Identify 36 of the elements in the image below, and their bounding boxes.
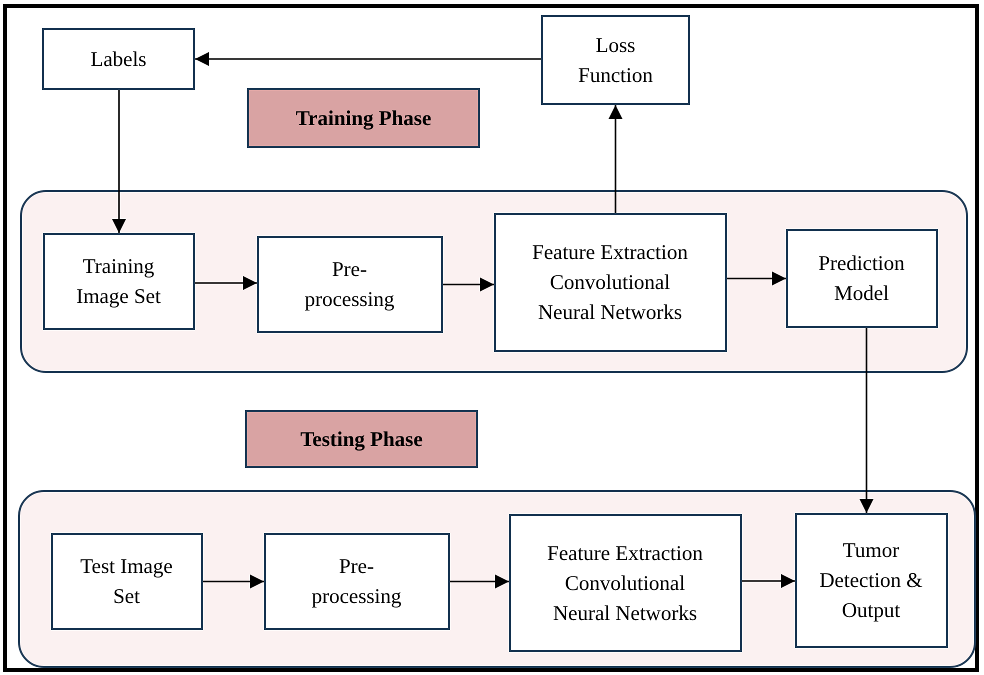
- phase-panel: [20, 190, 968, 373]
- phase-panel: [18, 490, 976, 668]
- arrow: [450, 574, 509, 588]
- arrow: [860, 328, 874, 513]
- box-label: Training Image Set: [75, 253, 162, 310]
- phase-label-box: [245, 410, 478, 468]
- process-box: [794, 512, 948, 648]
- arrow: [112, 90, 126, 233]
- arrow: [195, 276, 257, 290]
- arrow: [608, 105, 622, 213]
- phase-title: Testing Phase: [299, 426, 424, 453]
- process-box: [494, 212, 726, 352]
- box-label: Feature Extraction Convolutional Neural Networks: [546, 540, 704, 626]
- process-box: [786, 228, 938, 328]
- process-box: [42, 28, 195, 90]
- process-box: [508, 514, 742, 652]
- box-label: Test Image Set: [79, 553, 174, 610]
- arrow: [195, 52, 541, 66]
- arrow: [742, 574, 795, 588]
- box-label: Feature Extraction Convolutional Neural Networks: [531, 239, 689, 326]
- process-box: [50, 532, 202, 630]
- box-label: Pre- processing: [304, 256, 396, 313]
- phase-title: Training Phase: [294, 105, 432, 132]
- box-label: Pre- processing: [310, 553, 402, 610]
- box-label: Tumor Detection & Output: [818, 537, 924, 624]
- arrow: [443, 278, 494, 292]
- box-label: Loss Function: [577, 32, 654, 89]
- arrow: [203, 574, 264, 588]
- process-box: [541, 15, 690, 105]
- process-box: [256, 236, 442, 332]
- process-box: [264, 532, 450, 630]
- arrow: [727, 272, 786, 286]
- phase-label-box: [247, 88, 480, 148]
- process-box: [42, 232, 194, 330]
- box-label: Labels: [90, 46, 148, 73]
- box-label: Prediction Model: [817, 250, 906, 307]
